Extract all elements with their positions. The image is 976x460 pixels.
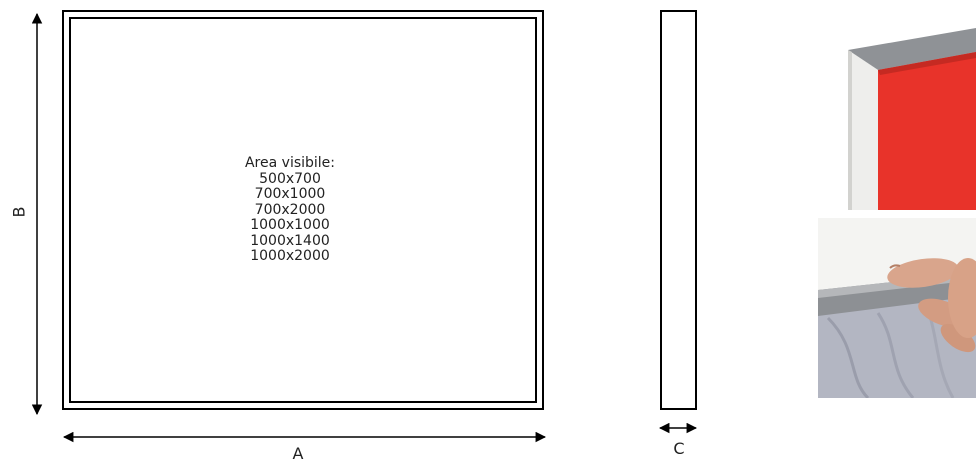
- dimension-c-label: C: [673, 439, 684, 458]
- visible-area-size: 500x700: [259, 170, 321, 187]
- visible-area-size: 1000x1400: [250, 232, 330, 249]
- visible-area-size: 700x1000: [254, 186, 326, 202]
- visible-area-size: 700x2000: [254, 201, 326, 218]
- frame-inner-border: [69, 17, 537, 403]
- fabric-insertion-photo: [818, 218, 976, 398]
- visible-area-size: 1000x1000: [250, 217, 330, 233]
- frame-side-profile: [660, 10, 697, 410]
- visible-area-text: Area visibile: 500x700 700x1000 700x2000…: [190, 155, 390, 265]
- dimension-a-label: A: [293, 444, 304, 460]
- visible-area-size: 1000x2000: [250, 248, 330, 264]
- visible-area-title: Area visibile:: [244, 155, 336, 171]
- dimension-b-label: B: [10, 207, 29, 218]
- frame-corner-photo: [818, 12, 976, 210]
- frame-outer-border: [62, 10, 544, 410]
